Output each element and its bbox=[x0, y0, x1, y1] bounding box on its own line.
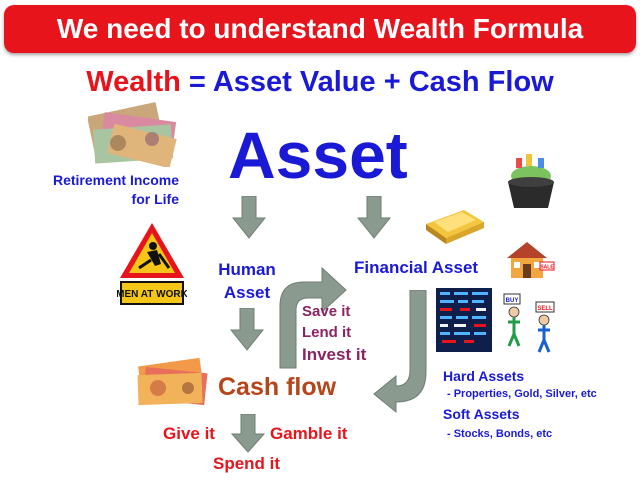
formula-plus: + bbox=[383, 66, 401, 98]
asset-heading: Asset bbox=[228, 118, 408, 192]
formula-asset-value: Asset Value bbox=[212, 66, 376, 98]
gold-bar-image bbox=[426, 210, 484, 244]
soft-assets-detail: - Stocks, Bonds, etc bbox=[447, 428, 553, 440]
hard-assets-detail: - Properties, Gold, Silver, etc bbox=[447, 388, 597, 400]
formula-wealth: Wealth bbox=[86, 66, 181, 98]
sell-sign-text: SELL bbox=[537, 306, 553, 312]
arrow-cashflow-to-financial bbox=[279, 266, 347, 369]
money-pot-image bbox=[508, 154, 554, 208]
lend-it-label: Lend it bbox=[302, 324, 352, 341]
spend-it-label: Spend it bbox=[213, 454, 281, 473]
financial-asset-label: Financial Asset bbox=[354, 258, 479, 277]
invest-it-label: Invest it bbox=[302, 345, 367, 364]
human-asset-label: Human Asset bbox=[218, 260, 276, 302]
arrow-human-to-cashflow bbox=[230, 308, 264, 351]
title-bar: We need to understand Wealth Formula bbox=[4, 5, 636, 53]
cash-notes-image bbox=[137, 358, 208, 406]
wealth-formula: Wealth = Asset Value + Cash Flow bbox=[0, 66, 640, 99]
arrow-asset-to-human bbox=[232, 196, 266, 239]
men-at-work-text: MEN AT WORK bbox=[117, 289, 187, 300]
formula-cash-flow: Cash Flow bbox=[408, 66, 554, 98]
give-it-label: Give it bbox=[163, 424, 215, 443]
cash-flow-label: Cash flow bbox=[218, 373, 337, 401]
soft-assets-title: Soft Assets bbox=[443, 406, 520, 422]
arrow-cashflow-to-spend bbox=[231, 414, 265, 453]
men-at-work-sign: MEN AT WORK bbox=[117, 223, 187, 305]
formula-equals: = bbox=[188, 66, 206, 98]
arrow-asset-to-financial bbox=[357, 196, 391, 239]
stock-board-image bbox=[436, 288, 492, 352]
buy-sell-people-image: BUY SELL bbox=[503, 293, 555, 353]
page-title: We need to understand Wealth Formula bbox=[56, 13, 584, 44]
hard-assets-title: Hard Assets bbox=[443, 368, 525, 384]
buy-sign-text: BUY bbox=[506, 298, 519, 304]
retirement-income-label: Retirement Income for Life bbox=[52, 172, 179, 207]
save-it-label: Save it bbox=[302, 303, 351, 320]
gamble-it-label: Gamble it bbox=[270, 424, 348, 443]
sale-sign-text: SALE bbox=[540, 265, 554, 271]
house-image: SALE bbox=[507, 242, 555, 278]
arrow-financial-to-cashflow bbox=[373, 290, 427, 414]
money-stack-image bbox=[88, 102, 177, 167]
